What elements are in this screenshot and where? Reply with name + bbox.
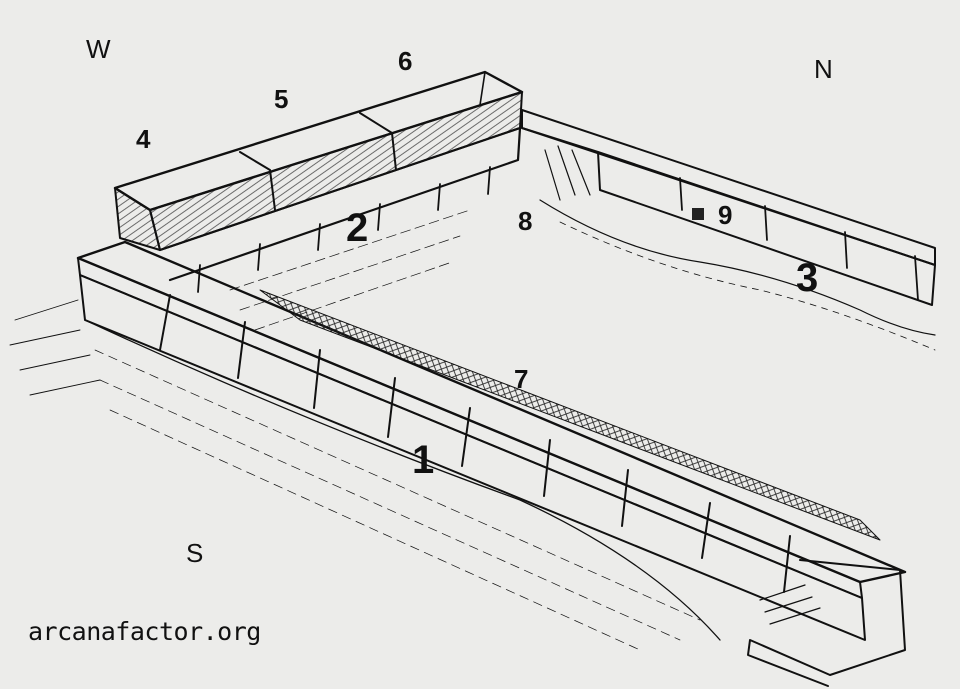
wall-2 [158,126,522,331]
west-upper-blocks [113,70,524,251]
compass-south: S [186,538,204,568]
label-8: 8 [518,206,533,236]
compass-west: W [86,34,111,64]
wall-3 [521,109,936,351]
label-2: 2 [346,206,369,250]
gate-steps [747,559,906,687]
wall-1 [9,240,907,651]
label-3: 3 [796,256,819,300]
site-credit: arcanafactor.org [28,617,261,646]
label-4: 4 [136,124,151,154]
label-1: 1 [412,438,435,482]
compass-north: N [814,54,833,84]
rubble-fill-7 [259,289,881,541]
label-5: 5 [274,84,289,114]
label-6: 6 [398,46,413,76]
label-9: 9 [718,200,733,230]
label-7: 7 [514,364,529,394]
